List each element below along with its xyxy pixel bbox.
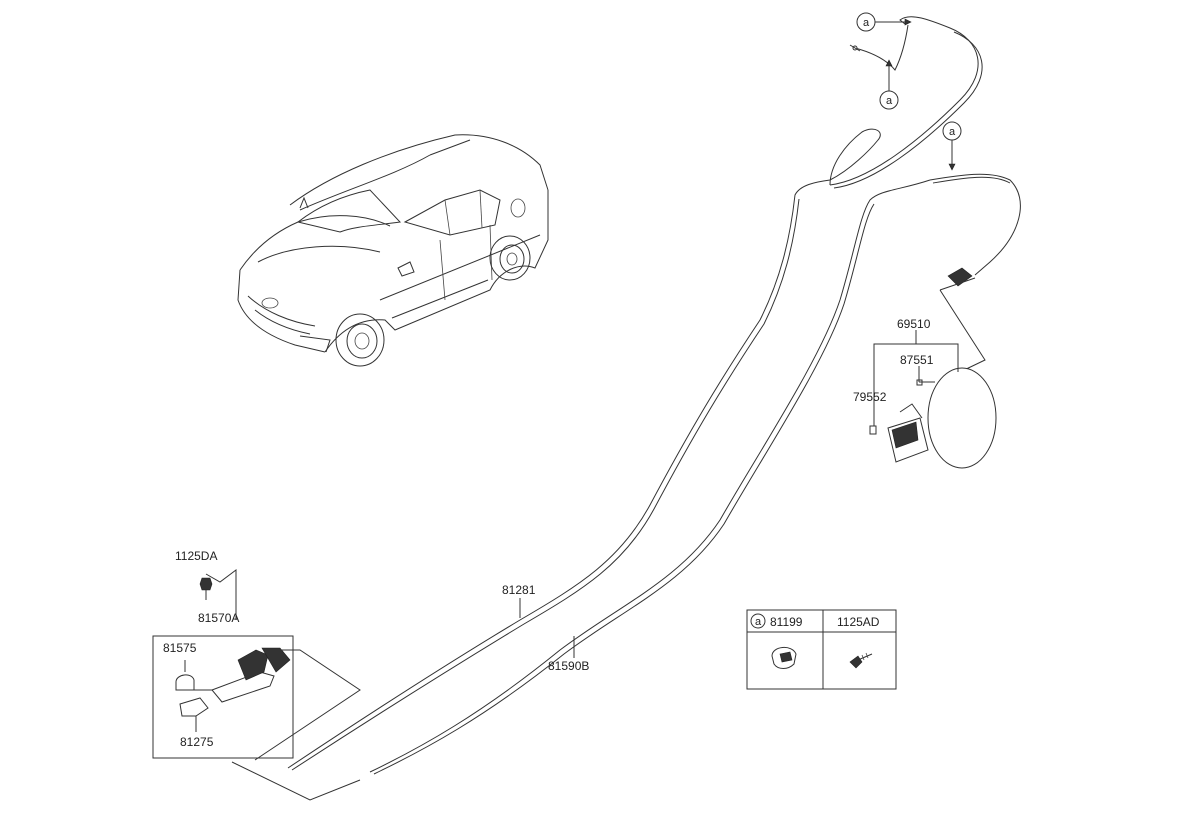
screw-part-icon [849, 652, 873, 669]
label-81275: 81275 [180, 735, 214, 749]
label-81575: 81575 [163, 641, 197, 655]
label-81281: 81281 [502, 583, 536, 597]
callout-a-top-letter: a [863, 17, 870, 29]
callout-a-mid-letter: a [886, 95, 893, 107]
label-1125DA: 1125DA [175, 549, 217, 563]
callout-a-top: a [856, 12, 912, 32]
callout-a-mid: a [879, 59, 899, 110]
parts-table: a 81199 1125AD [746, 609, 897, 690]
label-79552: 79552 [853, 390, 887, 404]
table-callout-letter: a [755, 616, 762, 628]
label-87551: 87551 [900, 353, 934, 367]
table-header-81199: 81199 [770, 615, 803, 629]
callout-a-right: a [942, 121, 962, 171]
cable-81281 [287, 179, 831, 771]
label-81570A: 81570A [198, 611, 239, 625]
label-69510: 69510 [897, 317, 931, 331]
cable-upper-routing [829, 16, 1021, 276]
lever-assembly [152, 569, 361, 801]
fuel-door-assembly [869, 267, 997, 469]
callout-a-right-letter: a [949, 126, 956, 138]
car-illustration [237, 134, 549, 367]
table-header-1125AD: 1125AD [837, 615, 880, 629]
label-81590B: 81590B [548, 659, 589, 673]
cable-81590B [369, 179, 931, 775]
